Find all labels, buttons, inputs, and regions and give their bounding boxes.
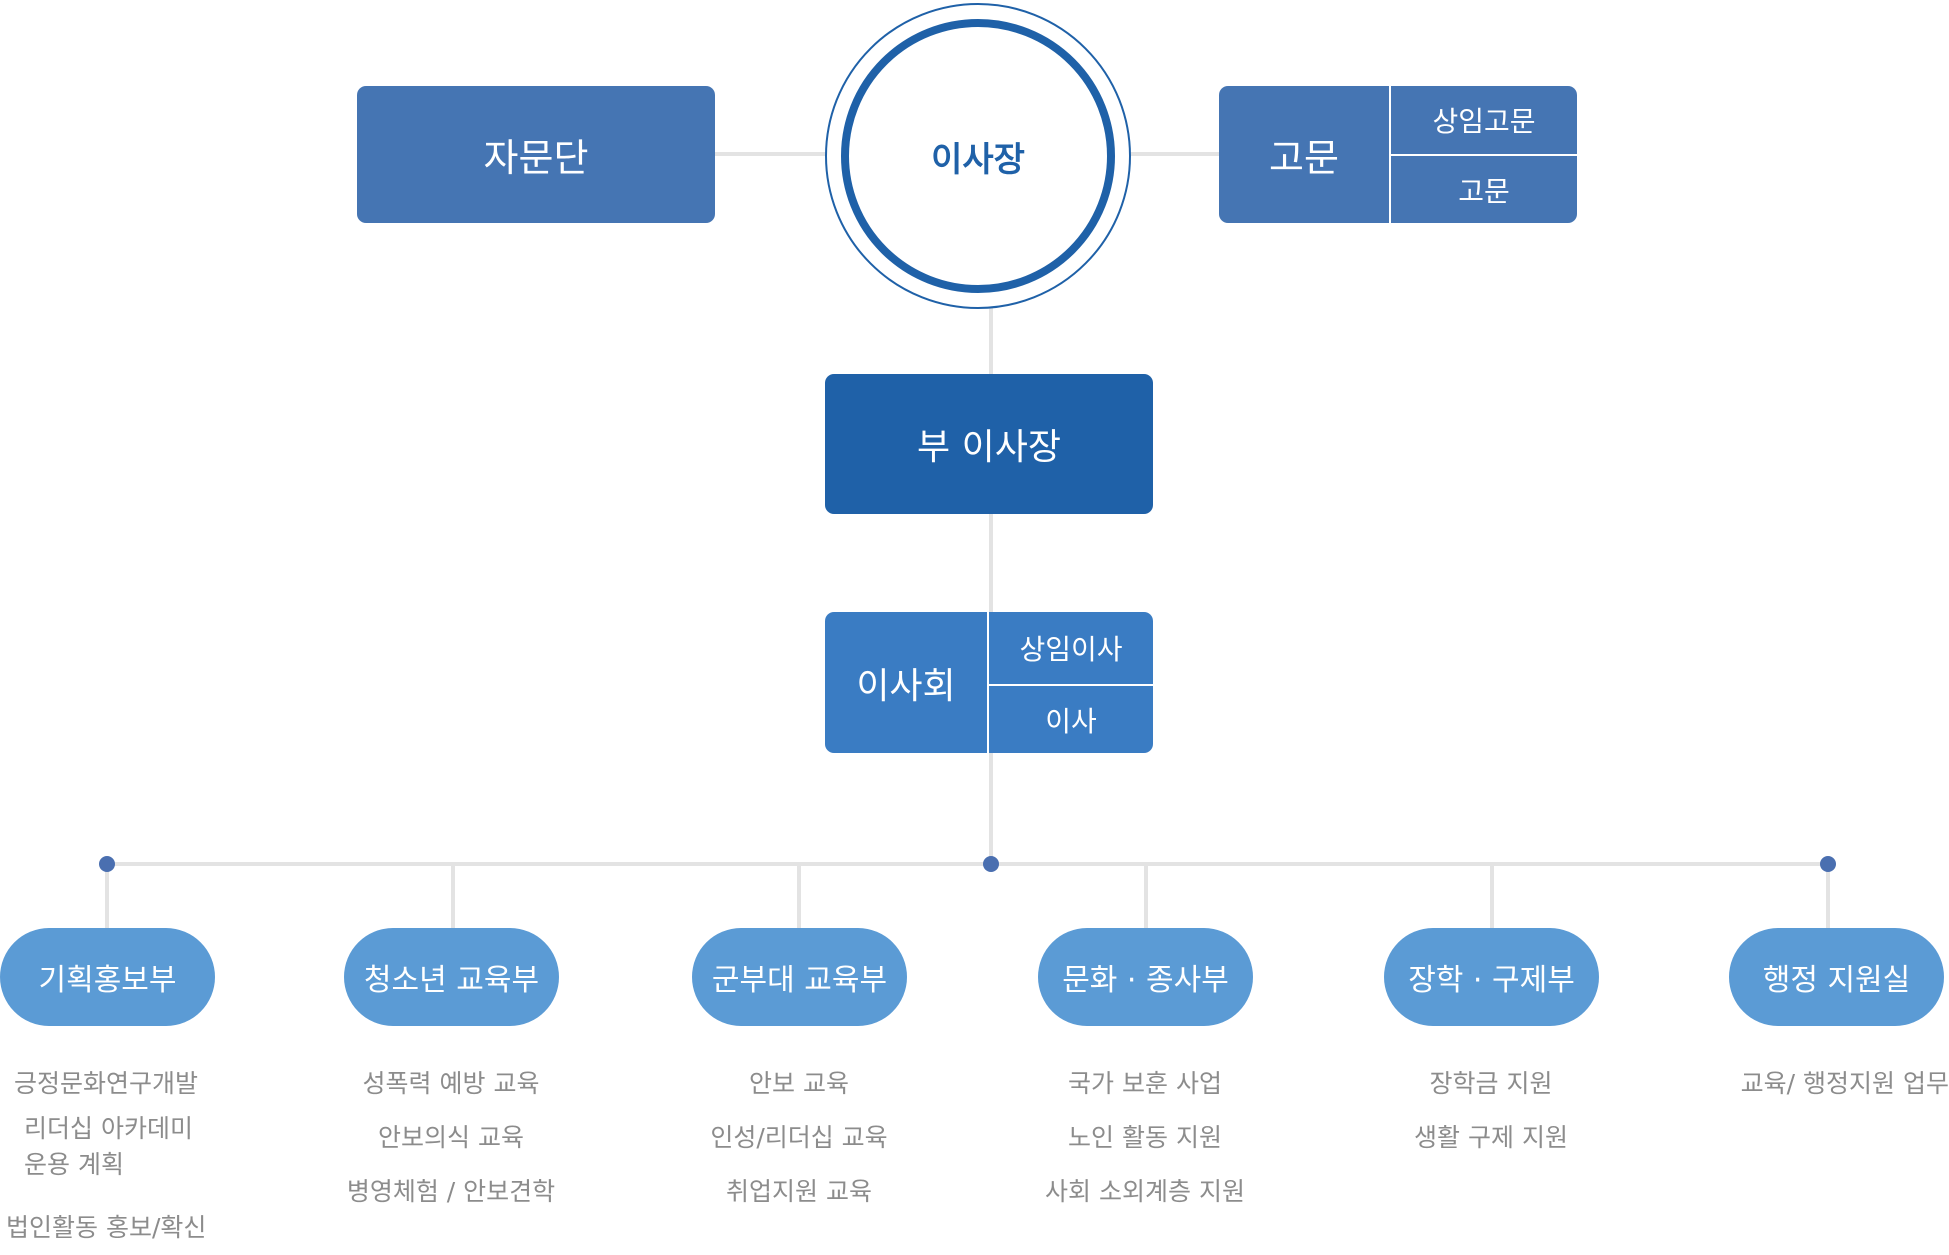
advisory-board-node: 자문단 [357, 86, 715, 223]
dept-culture-service-duties: 국가 보훈 사업 노인 활동 지원 사회 소외계층 지원 [995, 1057, 1295, 1219]
connector-advisory-chairman [715, 152, 830, 156]
connector-chairman-advisor [1130, 152, 1222, 156]
board-node: 이사회 상임이사 이사 [825, 612, 1153, 753]
dept-military-education-duties: 안보 교육 인성/리더십 교육 취업지원 교육 [649, 1057, 949, 1219]
board-main-label: 이사회 [856, 665, 956, 707]
dept-youth-education: 청소년 교육부 [344, 928, 559, 1026]
junction-dot-left [99, 856, 115, 872]
duty-item: 국가 보훈 사업 [1068, 1069, 1222, 1098]
advisor-main: 고문 [1219, 86, 1391, 223]
connector-drop [797, 865, 801, 930]
vice-chairman-label: 부 이사장 [917, 427, 1061, 468]
dept-culture-service: 문화 · 종사부 [1038, 928, 1253, 1026]
connector-drop [1826, 865, 1830, 930]
duty-item: 병영체험 / 안보견학 [346, 1177, 556, 1206]
board-main: 이사회 [825, 612, 989, 753]
dept-military-education: 군부대 교육부 [692, 928, 907, 1026]
advisor-node: 고문 상임고문 고문 [1219, 86, 1577, 223]
dept-admin-support-duties: 교육/ 행정지원 업무 [1699, 1057, 1949, 1111]
duty-item: 안보 교육 [749, 1069, 849, 1098]
junction-dot-right [1820, 856, 1836, 872]
duty-item: 법인활동 홍보/확신 [6, 1213, 207, 1242]
connector-horizontal-bus [107, 862, 1829, 866]
duty-item: 성폭력 예방 교육 [362, 1069, 540, 1098]
dept-scholarship-relief-duties: 장학금 지원 생활 구제 지원 [1341, 1057, 1641, 1165]
duty-item: 긍정문화연구개발 [14, 1069, 199, 1098]
chairman-inner-ring: 이사장 [841, 19, 1115, 293]
advisor-sub-senior: 상임고문 [1391, 86, 1577, 156]
duty-item: 리더십 아카데미 운용 계획 [24, 1114, 193, 1179]
chairman-label: 이사장 [931, 139, 1025, 180]
board-sub-director: 이사 [1045, 704, 1097, 738]
connector-vertical-trunk [989, 290, 993, 865]
dept-scholarship-relief: 장학 · 구제부 [1384, 928, 1599, 1026]
connector-drop [451, 865, 455, 930]
duty-item: 장학금 지원 [1429, 1069, 1553, 1098]
board-subs: 상임이사 이사 [989, 612, 1153, 753]
dept-planning-pr: 기획홍보부 [0, 928, 215, 1026]
chairman-node: 이사장 [825, 3, 1131, 309]
duty-item: 사회 소외계층 지원 [1045, 1177, 1245, 1206]
advisor-sub-regular: 고문 [1458, 174, 1510, 208]
duty-item: 취업지원 교육 [726, 1177, 872, 1206]
connector-drop [1490, 865, 1494, 930]
dept-youth-education-duties: 성폭력 예방 교육 안보의식 교육 병영체험 / 안보견학 [301, 1057, 601, 1219]
connector-drop [105, 865, 109, 930]
duty-item: 노인 활동 지원 [1068, 1123, 1222, 1152]
junction-dot-center [983, 856, 999, 872]
advisor-main-label: 고문 [1269, 136, 1339, 180]
duty-item: 교육/ 행정지원 업무 [1740, 1069, 1949, 1098]
dept-planning-pr-duties: 긍정문화연구개발 리더십 아카데미 운용 계획 법인활동 홍보/확신 [0, 1057, 240, 1255]
dept-admin-support: 행정 지원실 [1729, 928, 1944, 1026]
duty-item: 안보의식 교육 [378, 1123, 524, 1152]
vice-chairman-node: 부 이사장 [825, 374, 1153, 514]
duty-item: 인성/리더십 교육 [710, 1123, 888, 1152]
advisory-board-label: 자문단 [483, 136, 589, 180]
advisor-subs: 상임고문 고문 [1391, 86, 1577, 223]
connector-drop [1144, 865, 1148, 930]
board-sub-standing: 상임이사 [989, 612, 1153, 686]
duty-item: 생활 구제 지원 [1414, 1123, 1568, 1152]
